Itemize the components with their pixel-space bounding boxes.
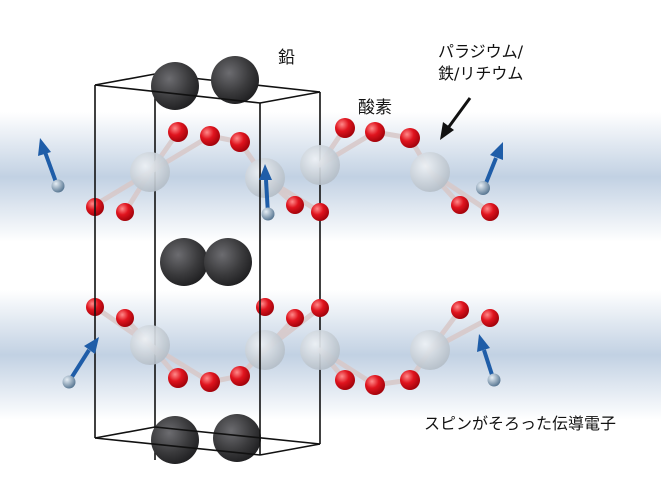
lead-atoms <box>151 56 261 464</box>
spin-arrow-icon <box>476 142 503 195</box>
metal-atoms <box>130 145 450 370</box>
oxygen-label: 酸素 <box>358 98 392 118</box>
pointer-arrow-icon <box>440 97 472 140</box>
spin-electrons-label: スピンがそろった伝導電子 <box>424 414 617 433</box>
spin-arrow-icon <box>38 138 65 193</box>
oxygen-atoms-upper <box>86 118 499 221</box>
spin-arrow-icon <box>259 164 275 221</box>
unit-cell-front-edges <box>94 84 321 456</box>
metal-label-line-1: パラジウム/ <box>438 42 524 61</box>
lead-label: 鉛 <box>278 48 295 68</box>
metal-label-line-2: 鉄/リチウム <box>438 64 524 83</box>
spin-arrow-icon <box>62 337 99 389</box>
oxygen-atoms-lower <box>86 298 499 395</box>
spin-arrow-icon <box>477 334 501 387</box>
